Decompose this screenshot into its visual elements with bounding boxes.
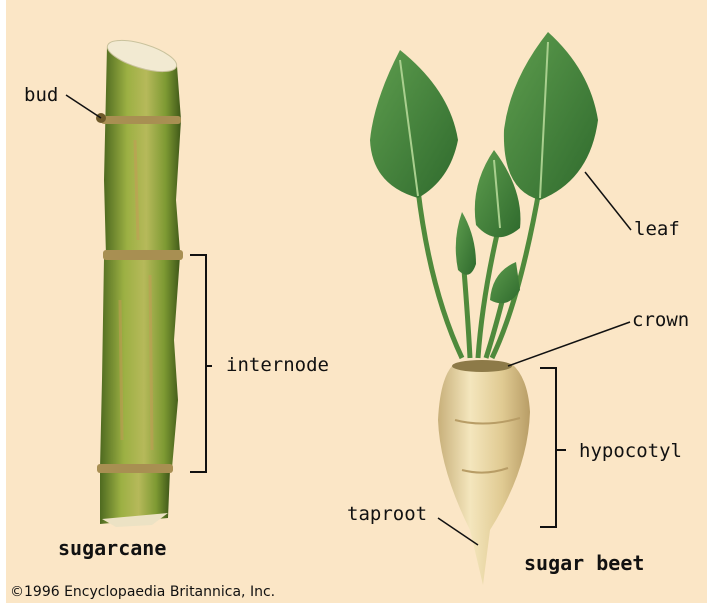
- beet-root: [438, 360, 530, 585]
- leaf-leader-line: [585, 172, 631, 230]
- node-ring-middle: [103, 250, 183, 260]
- crown-label: crown: [632, 311, 689, 330]
- taproot-label: taproot: [347, 505, 427, 524]
- hypocotyl-bracket: [540, 368, 566, 527]
- sugarcane-stalk: [96, 34, 183, 527]
- bud-label: bud: [24, 86, 58, 105]
- sugar-beet-title: sugar beet: [524, 553, 644, 573]
- copyright-credit: ©1996 Encyclopaedia Britannica, Inc.: [10, 585, 275, 599]
- hypocotyl-label: hypocotyl: [579, 442, 682, 461]
- crown-leader-line: [508, 322, 630, 366]
- node-ring-bottom: [97, 464, 173, 473]
- leaf-label: leaf: [634, 220, 680, 239]
- internode-label: internode: [226, 356, 329, 375]
- beet-leaves: [370, 32, 598, 303]
- crown-ring: [452, 360, 512, 372]
- internode-bracket: [190, 255, 212, 472]
- bud-leader-line: [66, 95, 101, 118]
- sugarcane-title: sugarcane: [58, 538, 166, 558]
- diagram-canvas: bud internode leaf crown hypocotyl tapro…: [6, 0, 707, 603]
- node-ring-top: [101, 116, 181, 124]
